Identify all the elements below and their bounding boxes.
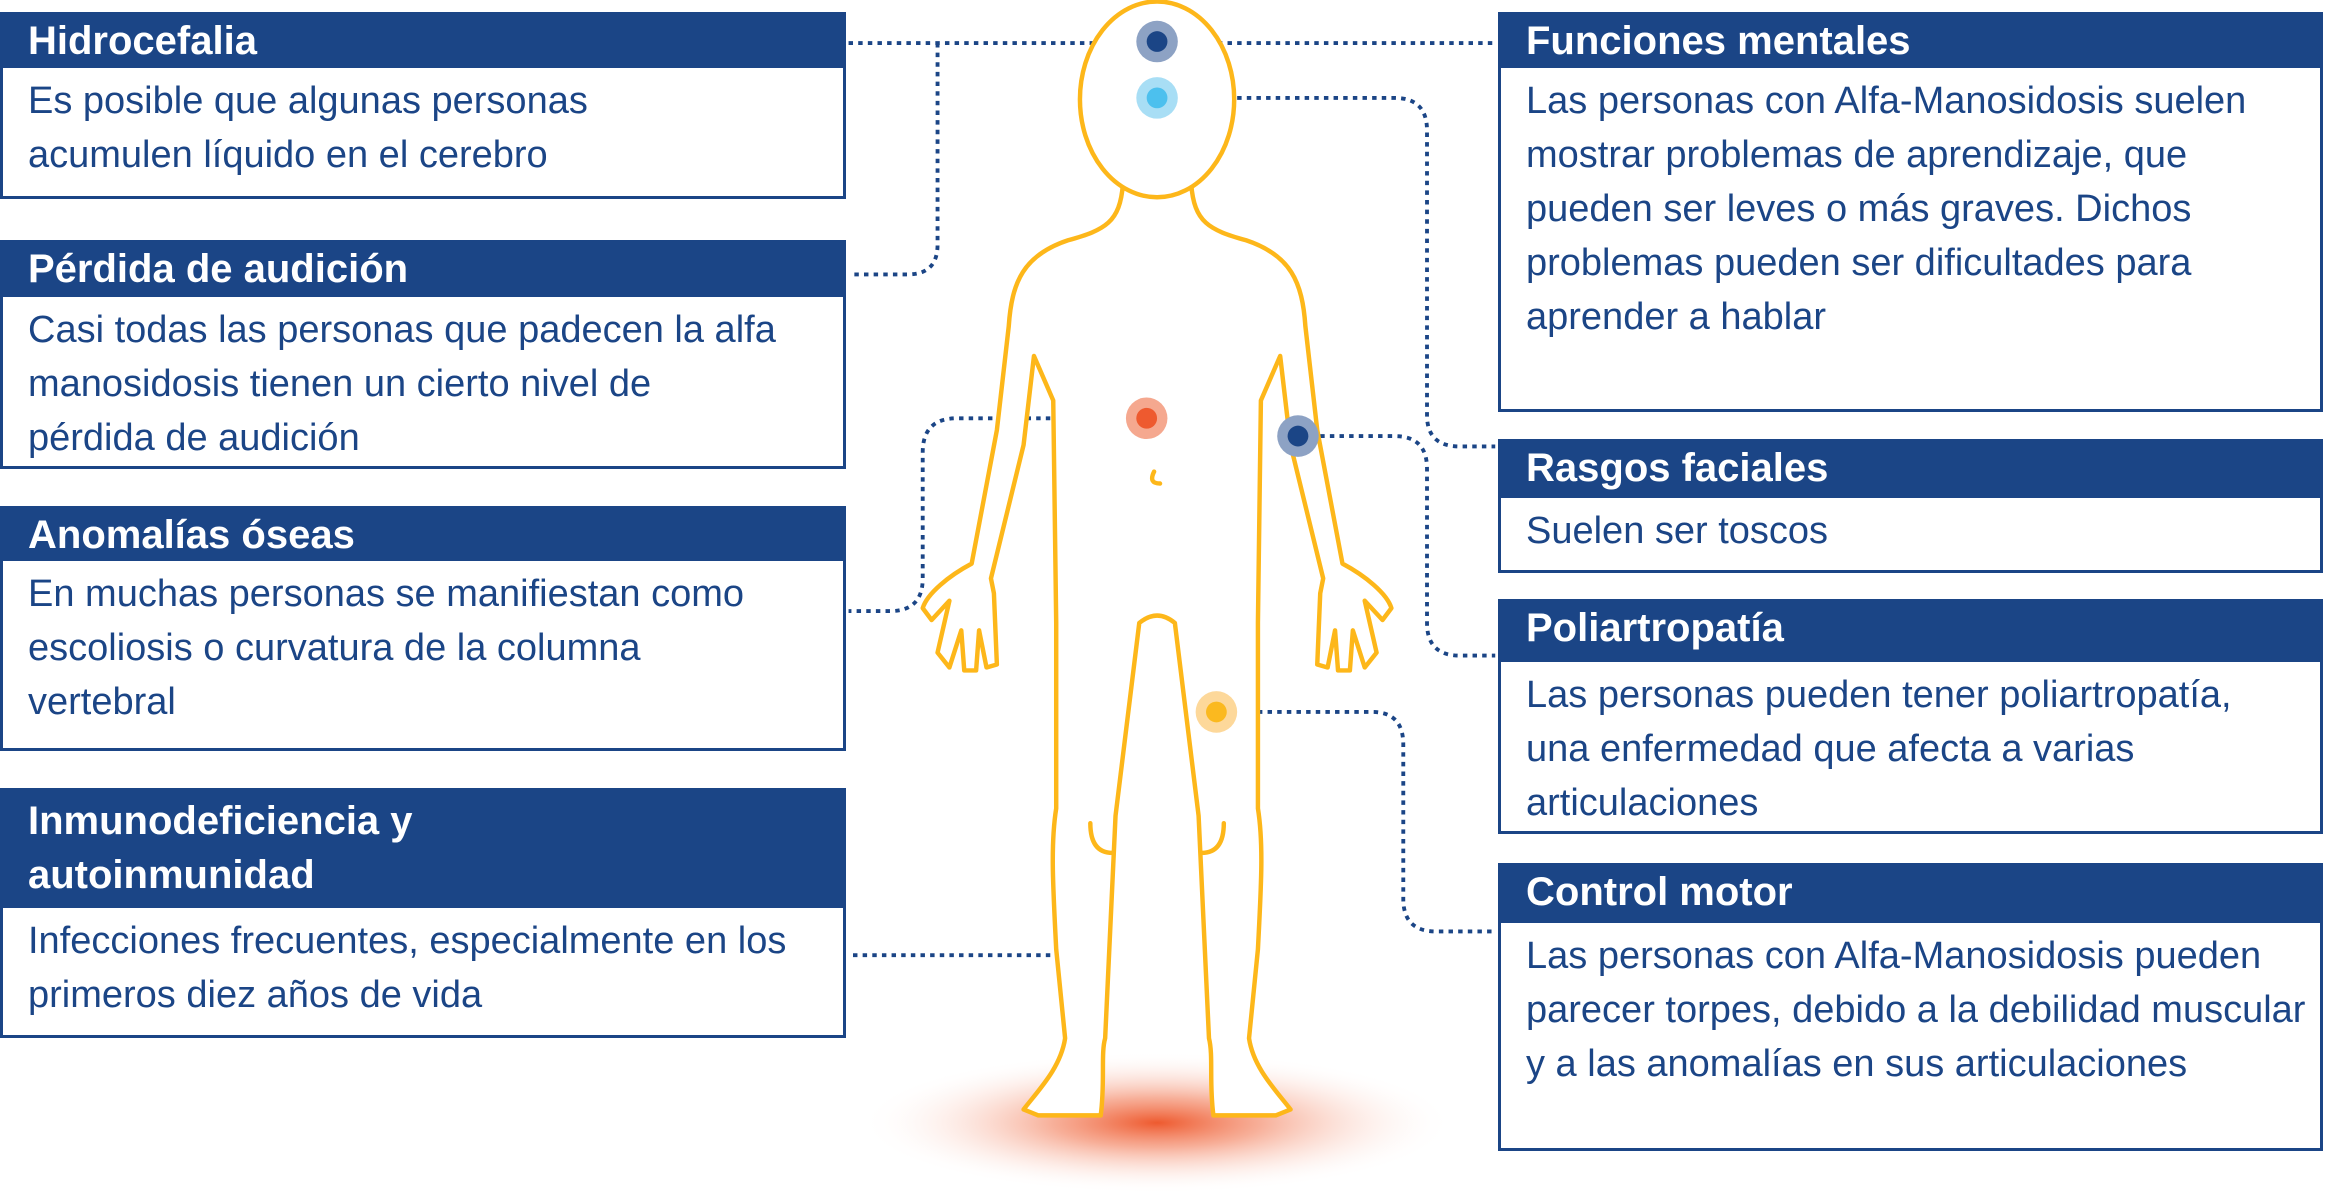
- card-inmunodeficiencia: Inmunodeficiencia y autoinmunidad Infecc…: [0, 788, 846, 1038]
- floor-glow: [860, 1051, 1454, 1194]
- card-perdida-audicion: Pérdida de audición Casi todas las perso…: [0, 240, 846, 469]
- card-title: Poliartropatía: [1498, 599, 2323, 662]
- card-text: En muchas personas se manifiestan como e…: [0, 561, 846, 751]
- card-funciones-mentales: Funciones mentales Las personas con Alfa…: [1498, 12, 2323, 412]
- card-text: Es posible que algunas personas acumulen…: [0, 68, 846, 199]
- card-title: Control motor: [1498, 863, 2323, 923]
- connector-rasgos-faciales: [1179, 95, 1496, 449]
- body-outline: [920, 0, 1394, 1118]
- connector-control-motor: [1238, 710, 1496, 934]
- card-text: Las personas pueden tener poliartropatía…: [1498, 662, 2323, 834]
- card-title: Inmunodeficiencia y autoinmunidad: [0, 788, 846, 908]
- card-text: Las personas con Alfa-Manosidosis suelen…: [1498, 68, 2323, 412]
- connector-anomalias-oseas: [848, 416, 1128, 614]
- card-poliartropatia: Poliartropatía Las personas pueden tener…: [1498, 599, 2323, 834]
- symptom-markers: [1125, 20, 1319, 733]
- card-text: Suelen ser toscos: [1498, 498, 2323, 573]
- card-control-motor: Control motor Las personas con Alfa-Mano…: [1498, 863, 2323, 1151]
- card-text: Infecciones frecuentes, especialmente en…: [0, 908, 846, 1038]
- card-text: Casi todas las personas que padecen la a…: [0, 297, 846, 469]
- card-title: Anomalías óseas: [0, 506, 846, 561]
- connector-lines: [848, 41, 1496, 958]
- card-rasgos-faciales: Rasgos faciales Suelen ser toscos: [1498, 439, 2323, 573]
- card-hidrocefalia: Hidrocefalia Es posible que algunas pers…: [0, 12, 846, 199]
- card-anomalias-oseas: Anomalías óseas En muchas personas se ma…: [0, 506, 846, 751]
- card-title: Hidrocefalia: [0, 12, 846, 68]
- card-title: Funciones mentales: [1498, 12, 2323, 68]
- connector-perdida-audicion: [853, 43, 940, 277]
- card-title: Rasgos faciales: [1498, 439, 2323, 498]
- card-text: Las personas con Alfa-Manosidosis pueden…: [1498, 923, 2323, 1151]
- connector-poliartropatia: [1320, 434, 1496, 658]
- card-title: Pérdida de audición: [0, 240, 846, 297]
